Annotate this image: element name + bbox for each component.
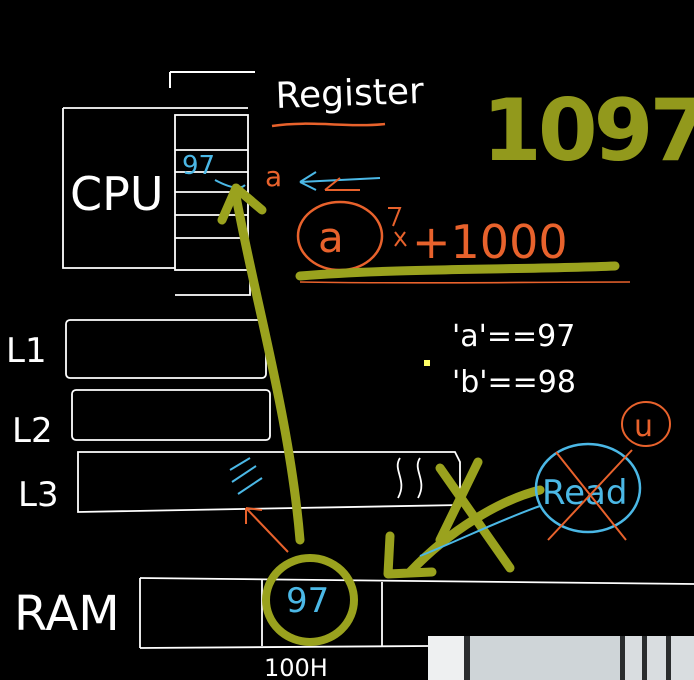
webcam-frame-right-2 bbox=[642, 636, 647, 680]
webcam-frame-right bbox=[620, 636, 625, 680]
ram-box bbox=[139, 577, 694, 649]
expr-underline bbox=[295, 261, 620, 281]
ram-label: RAM bbox=[14, 586, 120, 642]
fetch-arrow-head bbox=[217, 183, 267, 225]
char-b-code: 'b'==98 bbox=[452, 365, 576, 400]
read-arrow-olive bbox=[383, 485, 545, 579]
cpu-label: CPU bbox=[70, 167, 164, 221]
assign-arrow bbox=[299, 171, 381, 191]
register-bracket bbox=[169, 71, 255, 88]
read-circle bbox=[534, 442, 642, 534]
l1-label: L1 bbox=[6, 331, 47, 371]
expr-a: a bbox=[318, 213, 344, 262]
cache-boxes bbox=[65, 319, 461, 513]
read-arrow-blue bbox=[419, 505, 541, 557]
var-a: a bbox=[265, 160, 282, 193]
expr-underline-thin bbox=[299, 281, 631, 284]
l2-label: L2 bbox=[12, 411, 53, 451]
read-label: Read bbox=[542, 473, 627, 513]
register-value: 97 bbox=[182, 151, 215, 181]
assign-arrow-orange bbox=[324, 177, 360, 191]
webcam-window-frame bbox=[464, 636, 470, 680]
read-cross bbox=[547, 449, 633, 541]
ram-to-l3-arrow bbox=[245, 507, 289, 553]
webcam-preview bbox=[428, 636, 694, 680]
l2-box bbox=[71, 389, 271, 441]
l3-hatch bbox=[229, 457, 263, 495]
webcam-frame-right-3 bbox=[666, 636, 671, 680]
cursor-dot bbox=[424, 360, 430, 366]
l1-box bbox=[65, 319, 267, 379]
big-number: 1097 bbox=[482, 81, 694, 181]
webcam-window bbox=[470, 636, 620, 680]
webcam-wall bbox=[428, 636, 464, 680]
read-badge-label: u bbox=[634, 409, 653, 444]
ram-address: 100H bbox=[264, 654, 328, 680]
read-badge-circle bbox=[621, 401, 671, 447]
fetch-arrow bbox=[231, 191, 305, 545]
strike-marks bbox=[388, 207, 407, 247]
register-underline bbox=[271, 122, 386, 128]
l3-box bbox=[77, 451, 461, 513]
ram-cell-value: 97 bbox=[286, 581, 329, 621]
char-a-code: 'a'==97 bbox=[452, 319, 575, 354]
expr-plus-1000: +1000 bbox=[412, 215, 568, 269]
l3-label: L3 bbox=[18, 475, 59, 515]
register-label: Register bbox=[275, 71, 425, 117]
ram-cell-circle bbox=[262, 554, 358, 646]
